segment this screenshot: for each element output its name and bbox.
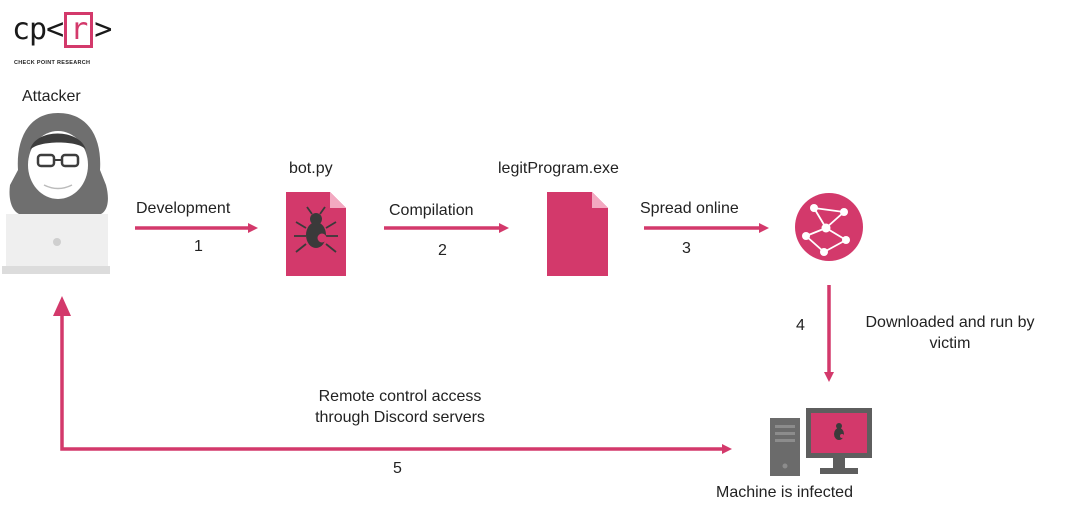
hacker-icon [2,113,110,274]
exe-file-label: legitProgram.exe [498,160,619,177]
bot-file-label: bot.py [289,160,333,177]
logo-subtitle: CHECK POINT RESEARCH [14,60,91,66]
checkpoint-logo: cp<r> CHECK POINT RESEARCH [12,12,112,66]
step-3-label: Spread online [640,200,739,217]
bot-file-icon [286,192,346,276]
attacker-label: Attacker [22,88,81,105]
step-4-number: 4 [796,317,805,334]
step-3-number: 3 [682,240,691,257]
step-4-label: Downloaded and run by victim [865,314,1035,352]
step-1-label: Development [136,200,231,217]
internet-globe-icon [795,193,863,261]
arrow-5 [60,316,732,454]
step-2-number: 2 [438,242,447,259]
step-5-label: Remote control access through Discord se… [315,388,485,426]
step-1-number: 1 [194,238,203,255]
exe-file-icon [547,192,608,276]
infected-computer-icon [770,408,872,476]
victim-label: Machine is infected [716,484,853,501]
step-5-number: 5 [393,460,402,477]
step-2-label: Compilation [389,202,474,219]
